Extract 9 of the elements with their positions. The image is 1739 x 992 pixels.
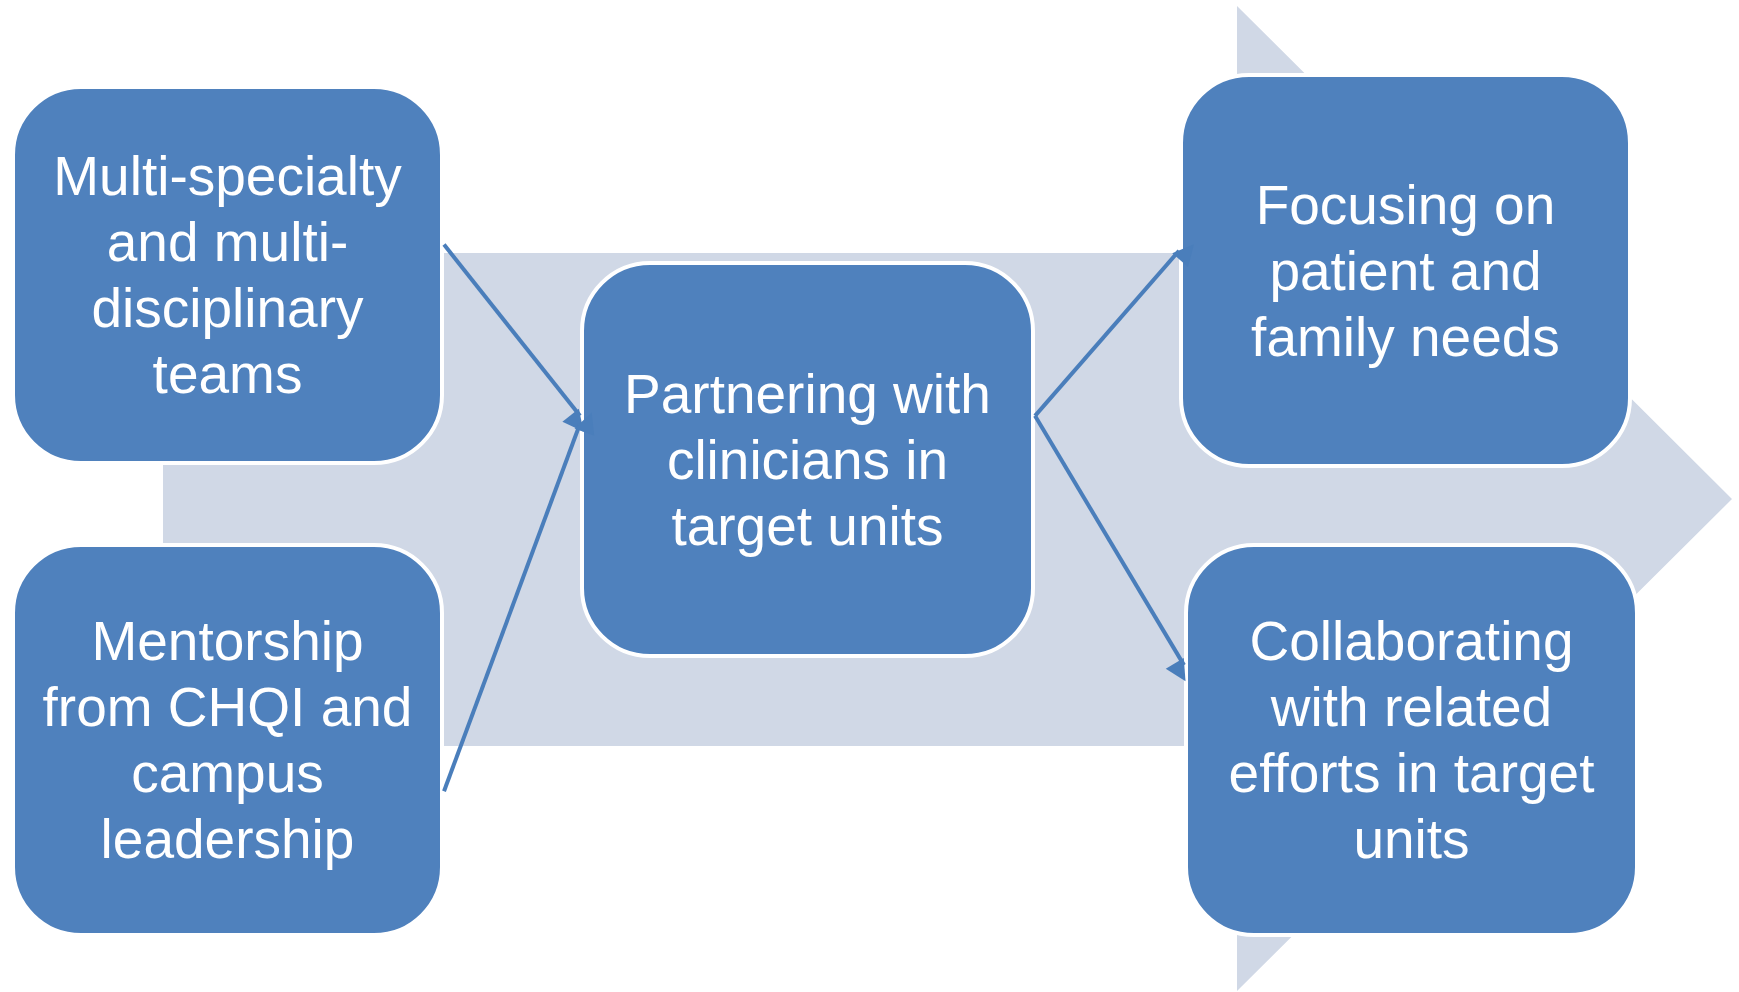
arrow [442,412,595,792]
box-text: Multi-specialty and multi-disciplinary teams [52,144,403,407]
box-text: Partnering with clinicians in target units [623,361,992,559]
arrow [1033,414,1186,682]
box-text: Collaborating with related efforts in target units [1227,609,1596,872]
arrow [1033,244,1194,418]
process-box [580,261,1035,658]
box-text: Mentorship from CHQI and campus leadership [41,609,414,872]
box-text: Focusing on patient and family needs [1250,172,1561,370]
